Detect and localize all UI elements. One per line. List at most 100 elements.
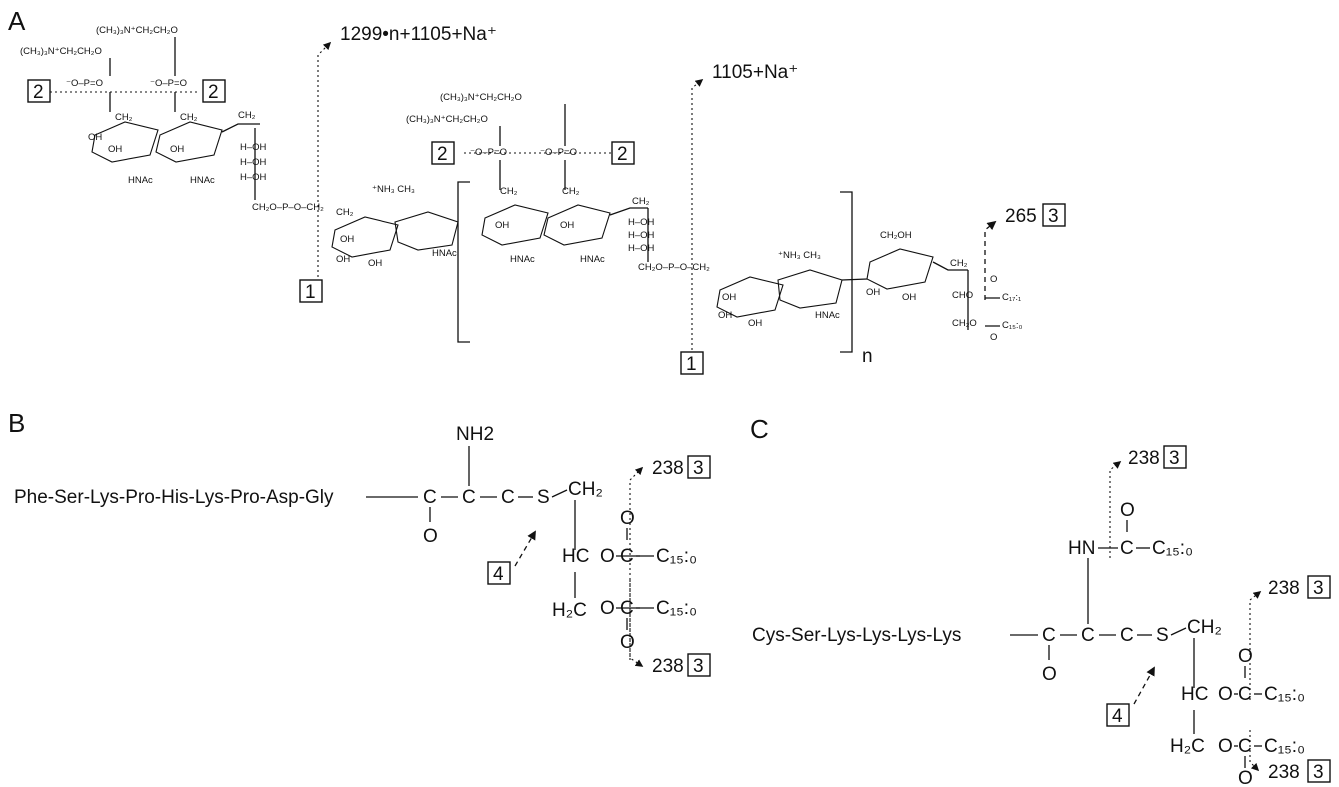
svg-text:C₁₅:₀: C₁₅:₀ [1152,538,1193,559]
frag-path-4b [514,530,536,567]
svg-text:CH₂: CH₂ [950,258,968,269]
svg-text:C: C [620,598,634,619]
ion-top-label: 1299•n+1105+Na⁺ [340,24,497,45]
choline-a2: (CH₃)₃N⁺CH₂CH₂O [96,25,178,36]
frag-box-2d [611,141,635,165]
svg-text:C₁₇:₁: C₁₇:₁ [1002,292,1021,303]
svg-text:HNAc: HNAc [510,254,535,265]
s-c: S [1156,625,1169,646]
svg-text:O: O [1218,684,1233,705]
frag-box-1b [680,351,704,375]
h2c-c: H₂C [1170,736,1205,757]
frag-label-1a: 1 [305,282,316,303]
svg-text:CH₂: CH₂ [632,196,650,207]
o1-b: O [423,526,438,547]
hc-c: HC [1181,684,1208,705]
frag-label-2b: 2 [208,82,219,103]
svg-text:H–OH: H–OH [240,157,267,168]
mass-b-bottom: 238 [652,656,684,677]
frag-label-2d: 2 [617,144,628,165]
repeat-bracket-left [457,181,470,343]
frag-box-3b2 [687,653,711,677]
frag-label-1b: 1 [686,354,697,375]
svg-text:O: O [1120,500,1135,521]
ester-b2: O C O C₁₅:₀ [600,598,697,653]
frag-box-4c [1106,703,1130,727]
phosphate-a3: ⁻O–P=O [470,147,507,158]
c3-c: C [1120,625,1134,646]
mass-b-top: 238 [652,458,684,479]
glycerol-phosphate-a: H–OH H–OH H–OH CH₂O–P–O–CH₂ [240,128,324,213]
svg-text:HNAc: HNAc [580,254,605,265]
svg-text:OH: OH [722,292,736,303]
svg-text:H–OH: H–OH [240,142,267,153]
svg-text:O: O [600,598,615,619]
svg-text:O: O [1238,646,1253,667]
svg-text:⁺NH₃ CH₃: ⁺NH₃ CH₃ [778,250,821,261]
frag-label-3b2: 3 [693,656,704,677]
svg-text:OH: OH [340,234,354,245]
frag-box-3c3 [1307,759,1331,783]
panel-label-b: B [8,408,25,438]
svg-text:CH₂: CH₂ [500,186,518,197]
ester-b1: O C O C₁₅:₀ [600,508,697,567]
frag-box-3b1 [687,455,711,479]
c3-b: C [501,487,515,508]
amine-b: NH2 [456,424,494,445]
svg-text:C₁₅:₀: C₁₅:₀ [656,546,697,567]
svg-text:CH₂O: CH₂O [952,318,977,329]
panel-label-a: A [8,6,26,36]
svg-text:C: C [1120,538,1134,559]
svg-text:C₁₅:₀: C₁₅:₀ [1264,736,1305,757]
frag-label-2a: 2 [33,82,44,103]
svg-text:CH₂: CH₂ [336,207,354,218]
svg-text:OH: OH [170,144,184,155]
frag-box-2a [27,79,51,103]
frag-label-3c1: 3 [1169,448,1180,469]
svg-text:CH₂O–P–O–CH₂: CH₂O–P–O–CH₂ [252,202,324,213]
svg-text:O: O [600,546,615,567]
svg-text:HNAc: HNAc [128,175,153,186]
c2-b: C [462,487,476,508]
svg-text:CH₂: CH₂ [238,110,256,121]
phosphate-bonds-a [109,37,176,112]
svg-text:HNAc: HNAc [432,248,457,259]
phosphate-a1: ⁻O–P=O [66,78,103,89]
ch2-c: CH₂ [1187,617,1222,638]
svg-text:O: O [1218,736,1233,757]
ion-right-label: 265 [1005,206,1037,227]
svg-text:HNAc: HNAc [190,175,215,186]
choline-a1: (CH₃)₃N⁺CH₂CH₂O [20,46,102,57]
c1-c: C [1042,625,1056,646]
svg-text:H–OH: H–OH [628,230,655,241]
svg-text:O: O [620,508,635,529]
svg-text:OH: OH [560,220,574,231]
frag-label-3a: 3 [1048,206,1059,227]
svg-text:OH: OH [718,310,732,321]
frag-box-1a [299,279,323,303]
svg-text:H–OH: H–OH [628,217,655,228]
amide-nh-c: HN [1068,538,1095,559]
svg-text:CH₂: CH₂ [115,112,133,123]
choline-a4: (CH₃)₃N⁺CH₂CH₂O [440,92,522,103]
frag-path-c-amide [1109,461,1122,558]
choline-a3: (CH₃)₃N⁺CH₂CH₂O [406,114,488,125]
svg-text:CH₂OH: CH₂OH [880,230,912,241]
svg-text:OH: OH [88,132,102,143]
frag-box-2b [202,79,226,103]
svg-text:O: O [1238,768,1253,787]
ester-c1: O C O C₁₅:₀ [1218,646,1305,705]
phosphate-a2: ⁻O–P=O [150,78,187,89]
peptide-c: Cys-Ser-Lys-Lys-Lys-Lys [752,625,961,646]
frag-path-4c [1133,666,1155,705]
h2c-b: H₂C [552,600,587,621]
frag-path-c-bottom [1249,730,1260,772]
svg-text:OH: OH [108,144,122,155]
sugar-rings-right: ⁺NH₃ CH₃ CH₂OH OH OH OH HNAc OH OH CH₂ [716,230,968,329]
o1-c: O [1042,664,1057,685]
frag-label-3c2: 3 [1313,578,1324,599]
frag-box-3c2 [1307,575,1331,599]
svg-text:O: O [620,632,635,653]
sugar-rings-left: CH₂ CH₂ OH OH OH HNAc HNAc CH₂ [88,110,260,186]
sugar-rings-repeat: CH₂ CH₂ OH OH HNAc HNAc CH₂ H–OH H–OH H–… [481,186,710,273]
